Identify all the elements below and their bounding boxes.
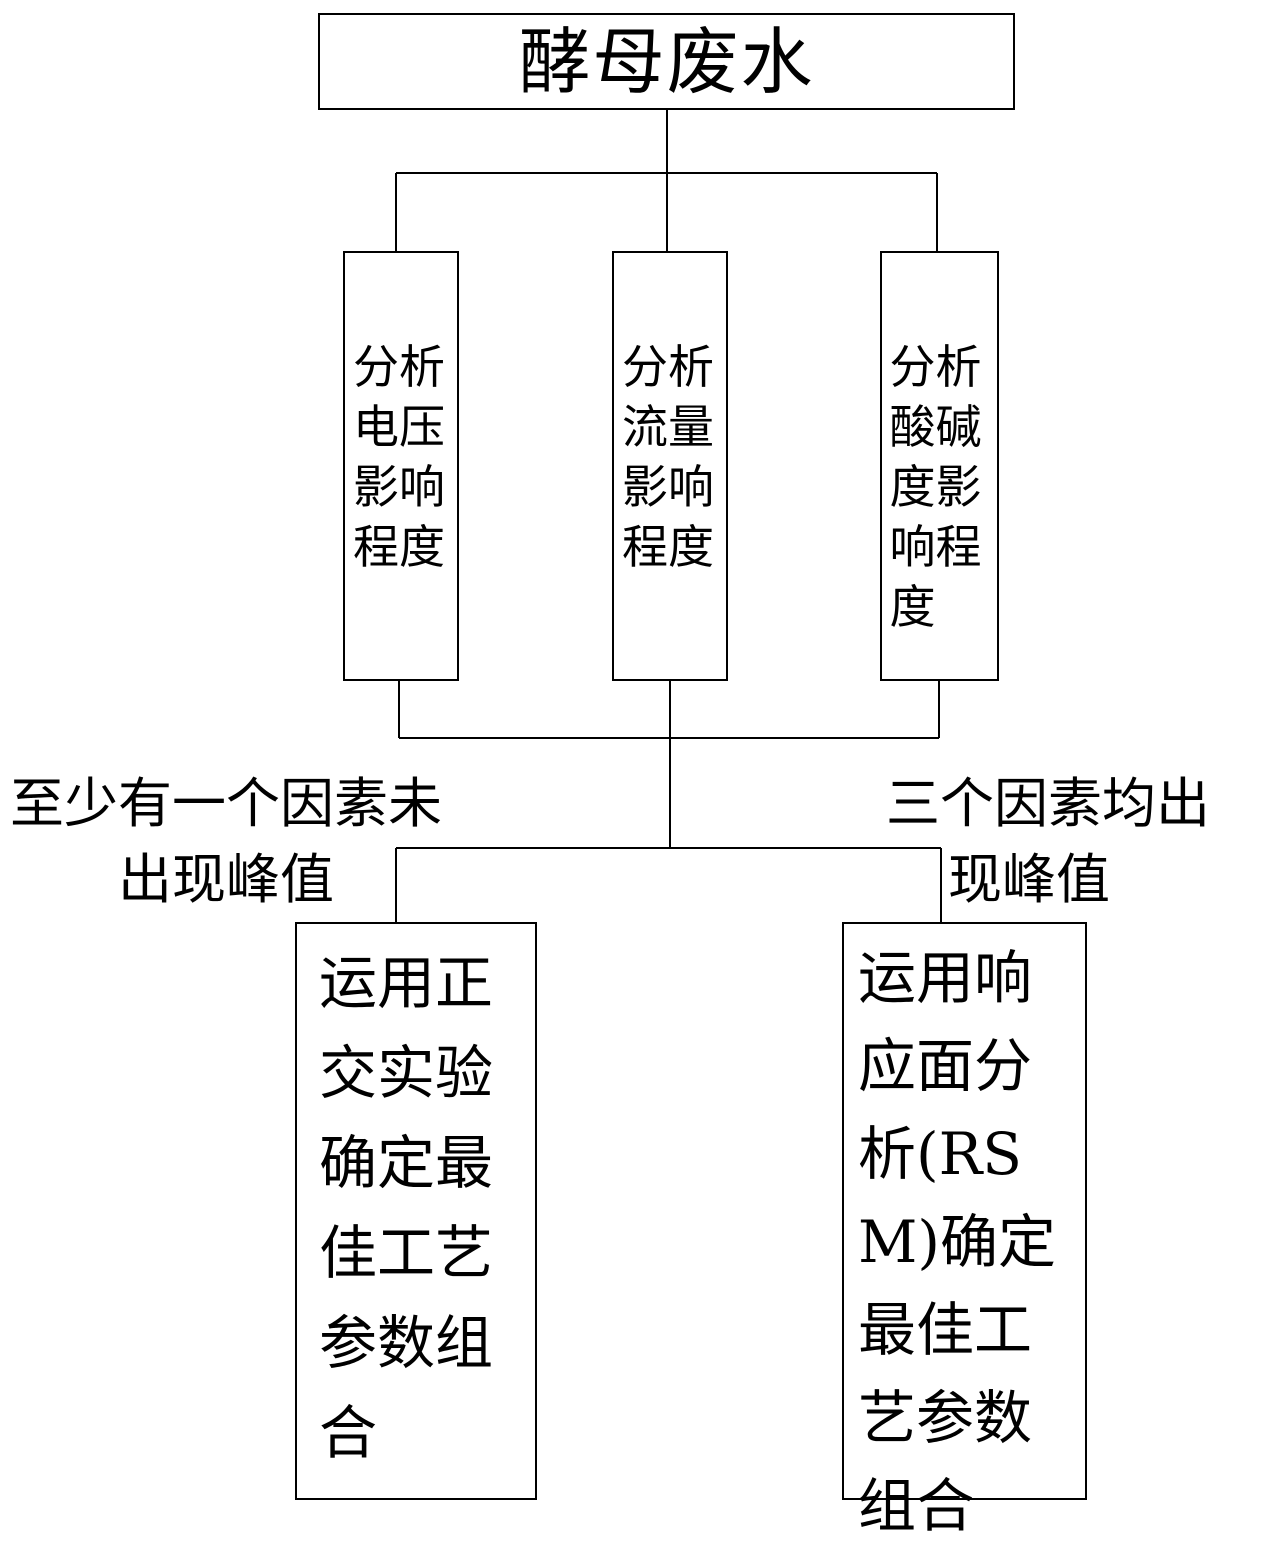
result-node-orthogonal-experiment: 运用正交实验确定最佳工艺参数组合 bbox=[295, 922, 537, 1500]
branch-condition-left-line2: 出现峰值 bbox=[118, 848, 334, 911]
branch-condition-left: 至少有一个因素未 出现峰值 bbox=[10, 766, 530, 918]
factor-node-voltage: 分析电压影响程度 bbox=[343, 251, 459, 681]
root-node-label: 酵母废水 bbox=[518, 19, 815, 104]
branch-condition-right-line1: 三个因素均出 bbox=[886, 772, 1210, 835]
branch-condition-right: 三个因素均出 现峰值 bbox=[886, 766, 1286, 918]
result-node-label: 运用正交实验确定最佳工艺参数组合 bbox=[319, 949, 494, 1467]
factor-node-ph: 分析酸碱度影响程度 bbox=[880, 251, 999, 681]
factor-node-flow-rate: 分析流量影响程度 bbox=[612, 251, 728, 681]
branch-condition-right-line2: 现峰值 bbox=[948, 848, 1110, 911]
factor-node-label: 分析电压影响程度 bbox=[353, 340, 445, 574]
branch-condition-left-line1: 至少有一个因素未 bbox=[10, 772, 442, 835]
result-node-response-surface: 运用响应面分析(RSM)确定最佳工艺参数组合 bbox=[842, 922, 1087, 1540]
result-node-label: 运用响应面分析(RSM)确定最佳工艺参数组合 bbox=[858, 944, 1057, 1540]
root-node-yeast-wastewater: 酵母废水 bbox=[318, 13, 1015, 110]
factor-node-label: 分析酸碱度影响程度 bbox=[889, 340, 982, 634]
factor-node-label: 分析流量影响程度 bbox=[622, 340, 714, 574]
